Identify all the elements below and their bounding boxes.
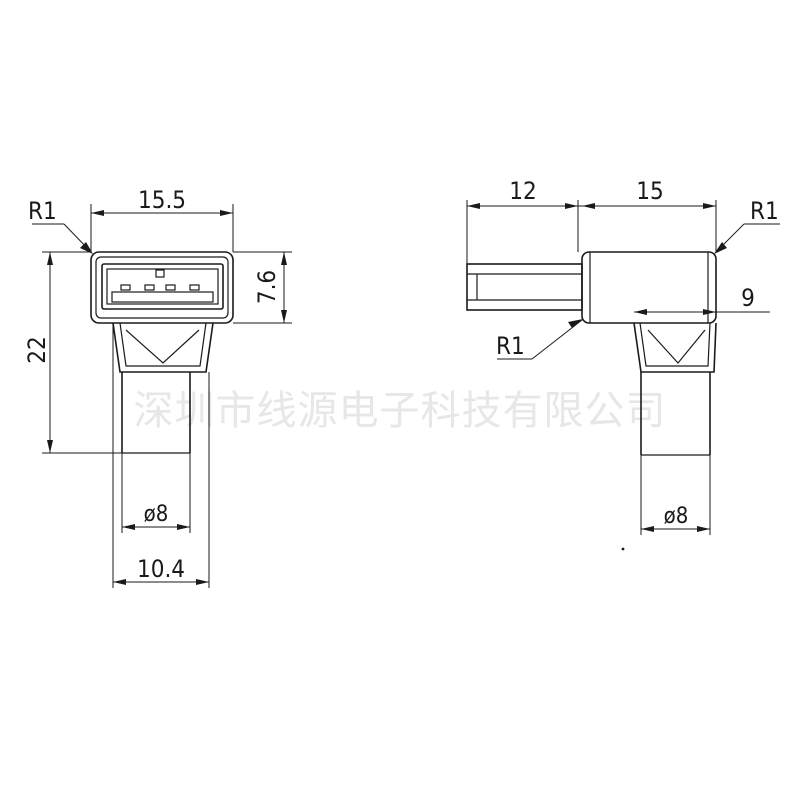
front-boot xyxy=(112,322,214,373)
front-cable xyxy=(121,372,191,454)
dim-front-boot-width-label: 10.4 xyxy=(137,555,185,583)
dim-front-port-height-label: 7.6 xyxy=(253,270,281,304)
front-housing-outline xyxy=(90,251,234,324)
dim-front-width: 15.5 xyxy=(90,186,234,252)
dim-front-cable-diameter: ø8 xyxy=(121,453,191,533)
dim-side-radius-bottom: R1 xyxy=(496,319,583,360)
usb-contacts xyxy=(120,284,200,291)
side-plug-shell xyxy=(466,263,583,311)
dim-side-radius-bottom-label: R1 xyxy=(496,332,525,360)
usb-key-mark xyxy=(155,269,165,278)
dim-side-cable-diameter-label: ø8 xyxy=(664,504,689,529)
dim-front-cable-diameter-label: ø8 xyxy=(144,502,169,527)
dim-front-total-height-label: 22 xyxy=(23,336,51,363)
usb-socket-inner xyxy=(106,268,219,305)
stray-mark xyxy=(621,547,625,551)
side-view: 12 15 R1 R1 9 xyxy=(466,177,780,551)
front-housing-inner-outline xyxy=(95,256,229,319)
dim-front-port-height: 7.6 xyxy=(233,251,292,324)
dim-side-plug-length: 12 xyxy=(466,177,579,264)
front-view: 15.5 R1 7.6 22 xyxy=(23,186,292,588)
company-watermark: 深圳市线源电子科技有限公司 xyxy=(134,388,667,434)
usb-socket-outline xyxy=(101,263,224,310)
usb-tongue xyxy=(111,291,214,303)
side-cable xyxy=(640,372,711,456)
dim-side-body-length: 15 xyxy=(578,177,717,252)
dim-front-radius-label: R1 xyxy=(28,197,57,225)
dim-side-offset: 9 xyxy=(634,284,770,315)
dim-front-boot-width: 10.4 xyxy=(112,323,210,588)
dim-side-radius-top-label: R1 xyxy=(750,197,779,225)
side-usb-plug xyxy=(466,263,583,311)
dim-front-radius: R1 xyxy=(28,197,93,254)
dim-side-offset-label: 9 xyxy=(741,284,755,312)
dim-side-body-length-label: 15 xyxy=(636,177,663,205)
dim-side-plug-length-label: 12 xyxy=(509,177,536,205)
dim-side-radius-top: R1 xyxy=(714,197,780,254)
dim-front-width-label: 15.5 xyxy=(138,186,186,214)
dim-side-cable-diameter: ø8 xyxy=(640,455,711,535)
dim-front-total-height: 22 xyxy=(23,251,122,454)
side-boot xyxy=(633,322,717,373)
